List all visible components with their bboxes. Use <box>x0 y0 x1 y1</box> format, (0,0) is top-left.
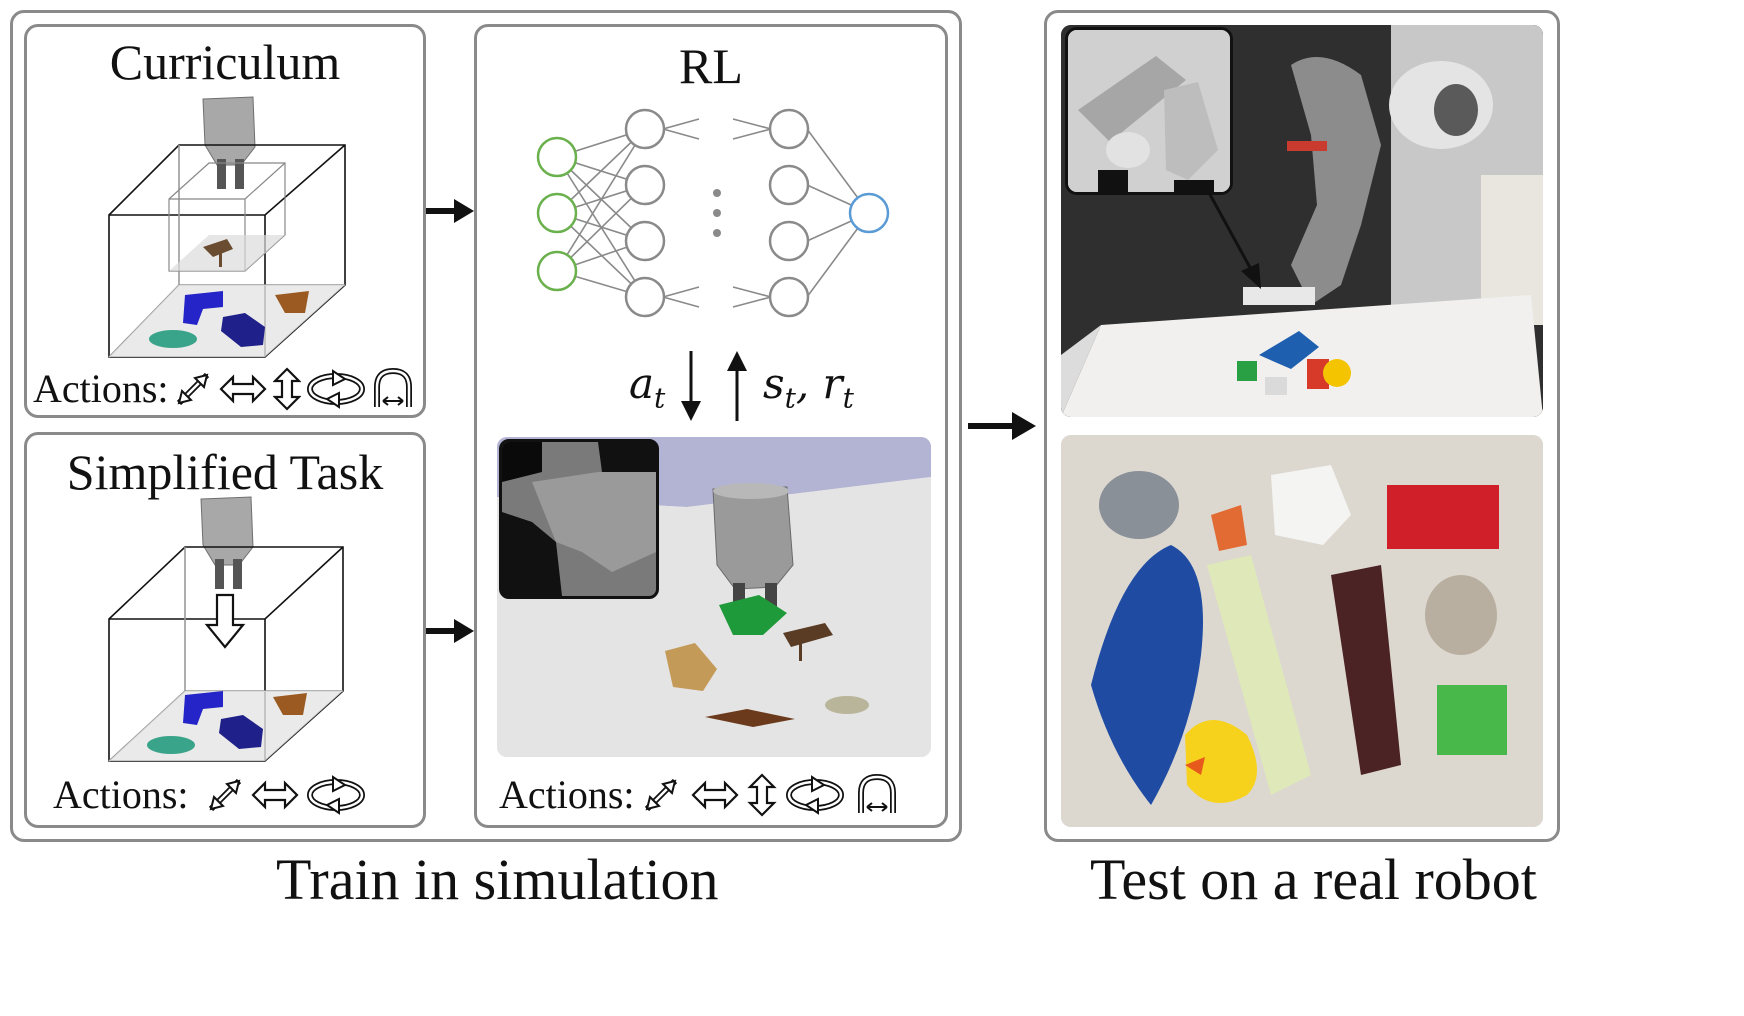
vertical-arrow-icon <box>272 366 301 411</box>
gripper-icon <box>857 773 896 813</box>
rotation-icon <box>785 774 844 815</box>
actions-label: Actions: <box>33 366 169 411</box>
state-reward-label: st, rt <box>763 359 854 415</box>
simplified-task-title: Simplified Task <box>66 444 384 500</box>
pointer-arrow-icon <box>1205 188 1261 289</box>
diagonal-arrow-icon <box>208 778 241 811</box>
train-caption: Train in simulation <box>276 847 719 912</box>
diagonal-arrow-icon <box>644 778 677 811</box>
test-panel <box>1044 10 1560 842</box>
action-label: at <box>629 359 666 415</box>
simplified-scene <box>108 496 344 762</box>
test-caption: Test on a real robot <box>1090 847 1537 912</box>
rl-actions: Actions: <box>499 771 901 818</box>
horizontal-arrow-icon <box>218 373 267 404</box>
right-arrow-icon <box>426 199 474 223</box>
horizontal-arrow-icon <box>690 779 739 810</box>
rl-panel: RL <box>474 24 948 828</box>
simplified-actions: Actions: <box>53 771 367 818</box>
gripper-icon <box>373 367 412 407</box>
actions-label: Actions: <box>53 772 189 817</box>
objects-photo <box>1061 435 1543 827</box>
down-arrow-icon <box>681 351 701 421</box>
curriculum-title: Curriculum <box>109 34 341 90</box>
curriculum-actions: Actions: <box>33 365 415 412</box>
simplified-task-panel: Simplified Task Actions: <box>24 432 426 828</box>
diagonal-arrow-icon <box>176 372 209 405</box>
actions-label: Actions: <box>499 772 635 817</box>
rotation-icon <box>306 368 365 409</box>
depth-image-inset <box>499 439 659 599</box>
horizontal-arrow-icon <box>250 779 299 810</box>
curriculum-panel: Curriculum Actions: <box>24 24 426 418</box>
vertical-arrow-icon <box>746 772 777 817</box>
gripper-icon <box>200 496 254 589</box>
right-arrow-icon <box>968 412 1036 440</box>
gripper-icon <box>202 96 256 189</box>
up-arrow-icon <box>727 351 747 421</box>
neural-network <box>536 108 890 318</box>
rotation-icon <box>306 774 365 815</box>
rl-title: RL <box>679 38 743 94</box>
simulation-render <box>497 437 931 757</box>
right-arrow-icon <box>426 619 474 643</box>
depth-image-inset <box>1065 27 1233 195</box>
curriculum-scene <box>108 96 346 358</box>
down-arrow-icon <box>204 593 246 649</box>
robot-photo <box>1061 25 1543 417</box>
